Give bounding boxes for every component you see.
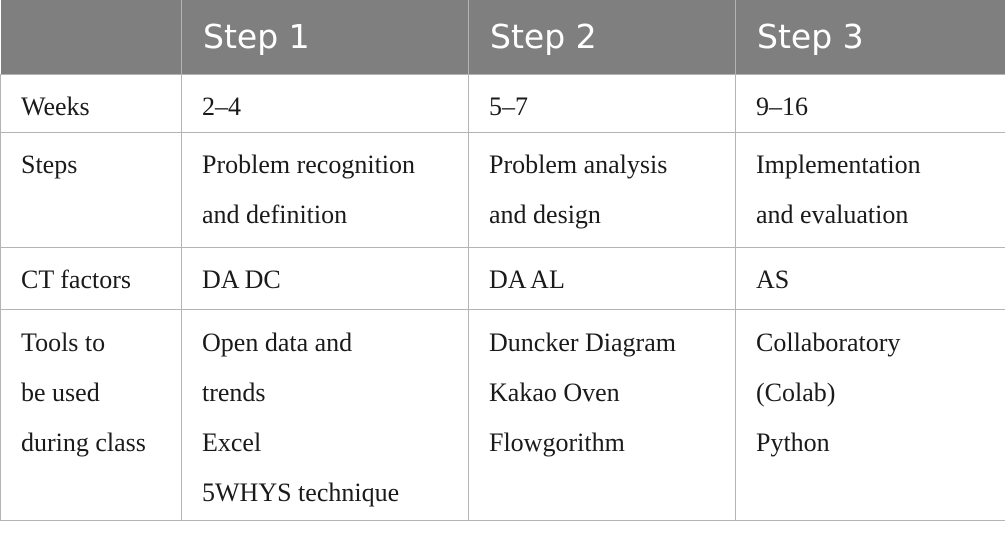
cell-line: AS [756,264,790,294]
row-label-ct-factors: CT factors [0,247,182,310]
row-label-line: Tools to [21,327,106,357]
table-row-tools: Tools to be used during class Open data … [0,309,1005,521]
cell-line: Python [756,427,830,457]
cell-weeks-step-3: 9–16 [735,74,1005,133]
cell-line: Problem analysis [489,149,668,179]
cell-line: 9–16 [756,91,808,121]
cell-line: 5WHYS technique [202,477,400,507]
row-label-steps: Steps [0,132,182,248]
row-label-line: CT factors [21,264,131,294]
header-step-1: Step 1 [181,0,469,75]
cell-line: Flowgorithm [489,427,625,457]
cell-line: Collaboratory [756,327,901,357]
steps-table: Step 1 Step 2 Step 3 Weeks 2–4 5–7 9–16 … [0,0,1005,521]
table-row-weeks: Weeks 2–4 5–7 9–16 [0,74,1005,133]
cell-line: and definition [202,199,348,229]
row-label-line: be used [21,377,100,407]
row-label-line: Steps [21,149,78,179]
row-label-line: Weeks [21,91,90,121]
cell-steps-step-2: Problem analysis and design [468,132,736,248]
cell-line: Implementation [756,149,921,179]
cell-ct-step-1: DA DC [181,247,469,310]
cell-line: (Colab) [756,377,836,407]
cell-line: Excel [202,427,262,457]
cell-line: trends [202,377,266,407]
cell-weeks-step-1: 2–4 [181,74,469,133]
cell-tools-step-2: Duncker Diagram Kakao Oven Flowgorithm [468,309,736,521]
row-label-tools: Tools to be used during class [0,309,182,521]
header-step-3: Step 3 [735,0,1005,75]
cell-ct-step-3: AS [735,247,1005,310]
cell-line: DA DC [202,264,281,294]
header-step-2: Step 2 [468,0,736,75]
cell-line: and evaluation [756,199,909,229]
header-row: Step 1 Step 2 Step 3 [0,0,1005,75]
cell-tools-step-1: Open data and trends Excel 5WHYS techniq… [181,309,469,521]
table-row-ct-factors: CT factors DA DC DA AL AS [0,247,1005,310]
row-label-line: during class [21,427,146,457]
cell-steps-step-1: Problem recognition and definition [181,132,469,248]
cell-line: 2–4 [202,91,241,121]
cell-line: Problem recognition [202,149,416,179]
cell-weeks-step-2: 5–7 [468,74,736,133]
table-row-steps: Steps Problem recognition and definition… [0,132,1005,248]
header-corner-cell [0,0,182,75]
cell-line: Duncker Diagram [489,327,676,357]
cell-line: Kakao Oven [489,377,620,407]
cell-steps-step-3: Implementation and evaluation [735,132,1005,248]
cell-ct-step-2: DA AL [468,247,736,310]
cell-line: DA AL [489,264,565,294]
cell-line: 5–7 [489,91,528,121]
cell-line: and design [489,199,601,229]
cell-line: Open data and [202,327,353,357]
row-label-weeks: Weeks [0,74,182,133]
cell-tools-step-3: Collaboratory (Colab) Python [735,309,1005,521]
